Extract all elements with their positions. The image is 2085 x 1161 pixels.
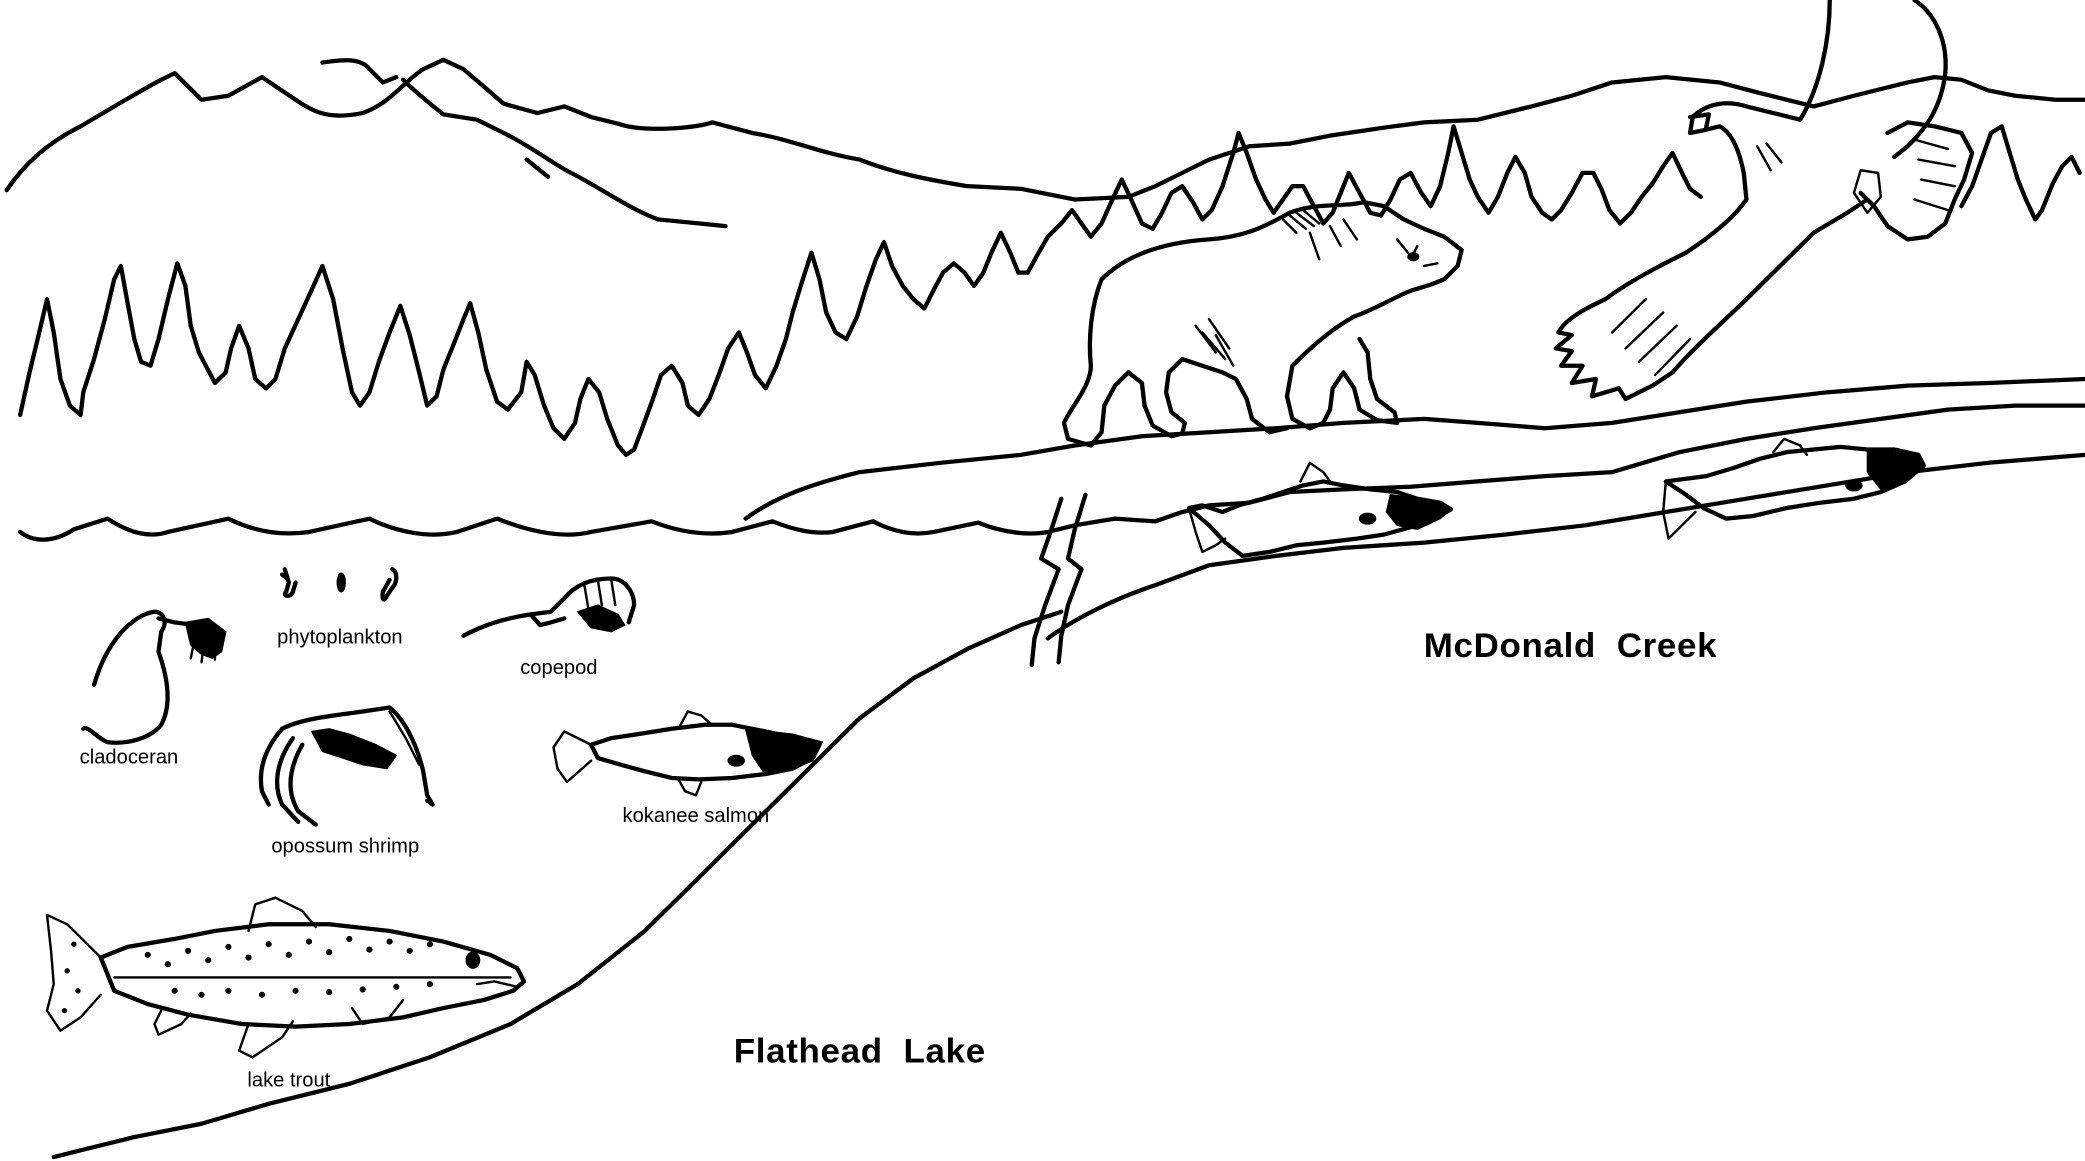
lake-surface-waves: [18, 516, 1077, 542]
copepod-drawing: [461, 576, 637, 638]
kokanee-salmon-drawing: [552, 710, 824, 797]
grizzly-bear: [1061, 200, 1464, 448]
mountain-range: [4, 57, 2085, 229]
label-phytoplankton: phytoplankton: [277, 627, 402, 649]
mcdonald-creek-channel: [743, 376, 2085, 641]
bald-eagle: [1553, 0, 1975, 402]
creek-salmon-1: [1186, 461, 1454, 559]
label-cladoceran: cladoceran: [80, 746, 179, 768]
lake-shore-line: [51, 609, 1064, 1160]
phytoplankton-drawing: [279, 567, 399, 602]
lake-trout-drawing: [45, 896, 527, 1059]
label-opossum-shrimp: opossum shrimp: [271, 836, 419, 858]
creek-salmon-2: [1661, 437, 1926, 540]
label-kokanee-salmon: kokanee salmon: [623, 805, 770, 827]
labels: phytoplankton copepod cladoceran opossum…: [80, 627, 1717, 1092]
label-mcdonald-creek: McDonald Creek: [1424, 627, 1717, 665]
opossum-shrimp-drawing: [258, 705, 435, 827]
label-copepod: copepod: [520, 657, 597, 679]
label-flathead-lake: Flathead Lake: [734, 1033, 986, 1071]
conifer-forest: [18, 124, 2082, 457]
cladoceran-drawing: [81, 609, 227, 745]
label-lake-trout: lake trout: [247, 1070, 330, 1092]
map-break-mark: [1029, 492, 1088, 668]
trout-spots: [61, 935, 433, 1014]
